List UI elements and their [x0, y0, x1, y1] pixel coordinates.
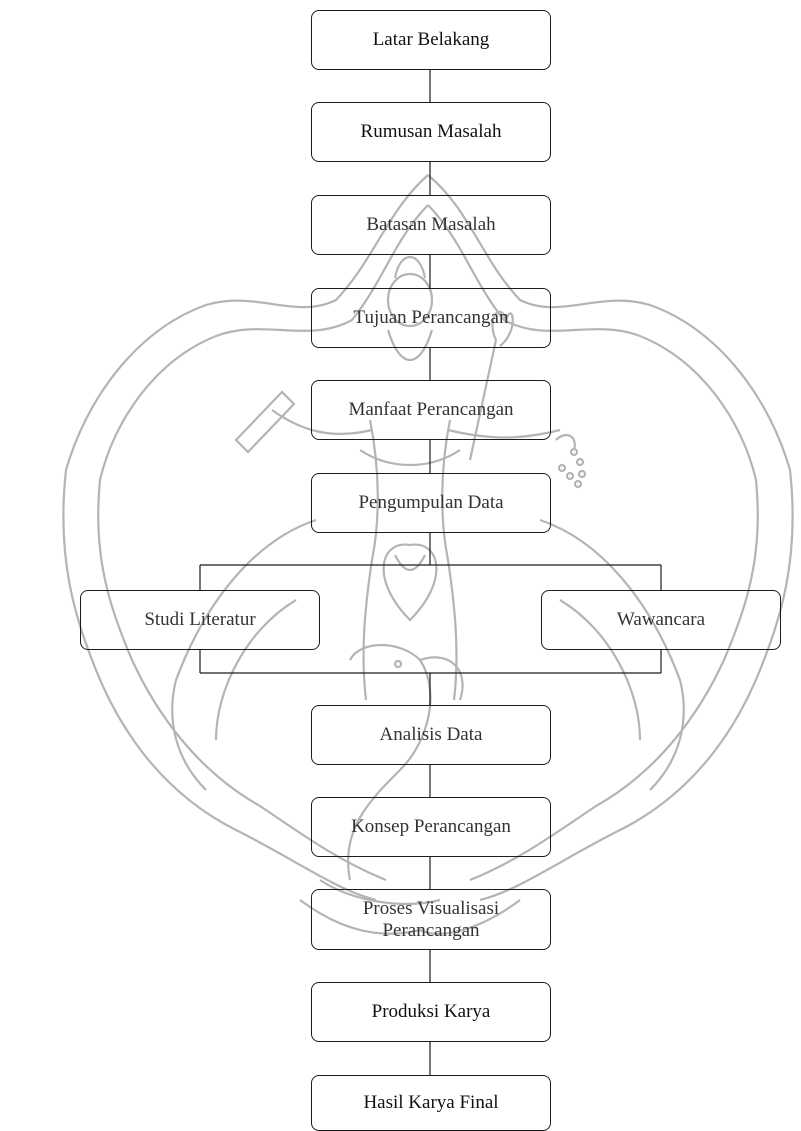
- node-label: Rumusan Masalah: [360, 121, 502, 142]
- node-pengumpulan-data: Pengumpulan Data: [311, 473, 551, 533]
- node-proses-visualisasi: Proses Visualisasi Perancangan: [311, 889, 551, 950]
- node-label-line1: Proses Visualisasi: [362, 897, 500, 919]
- node-label: Pengumpulan Data: [358, 492, 504, 513]
- node-hasil-karya-final: Hasil Karya Final: [311, 1075, 551, 1131]
- node-label: Produksi Karya: [371, 1001, 491, 1022]
- node-label: Wawancara: [616, 609, 706, 630]
- node-label-line2: Perancangan: [382, 919, 480, 941]
- node-label: Manfaat Perancangan: [348, 399, 514, 420]
- node-rumusan-masalah: Rumusan Masalah: [311, 102, 551, 162]
- node-analisis-data: Analisis Data: [311, 705, 551, 765]
- node-konsep-perancangan: Konsep Perancangan: [311, 797, 551, 857]
- node-label: Hasil Karya Final: [363, 1092, 499, 1113]
- node-studi-literatur: Studi Literatur: [80, 590, 320, 650]
- node-batasan-masalah: Batasan Masalah: [311, 195, 551, 255]
- node-manfaat-perancangan: Manfaat Perancangan: [311, 380, 551, 440]
- node-tujuan-perancangan: Tujuan Perancangan: [311, 288, 551, 348]
- node-label: Studi Literatur: [144, 609, 256, 630]
- node-label: Batasan Masalah: [366, 214, 496, 235]
- node-label: Tujuan Perancangan: [353, 307, 509, 328]
- node-label: Latar Belakang: [372, 29, 490, 50]
- node-label: Konsep Perancangan: [351, 816, 511, 837]
- node-wawancara: Wawancara: [541, 590, 781, 650]
- node-label: Analisis Data: [379, 724, 483, 745]
- node-produksi-karya: Produksi Karya: [311, 982, 551, 1042]
- node-latar-belakang: Latar Belakang: [311, 10, 551, 70]
